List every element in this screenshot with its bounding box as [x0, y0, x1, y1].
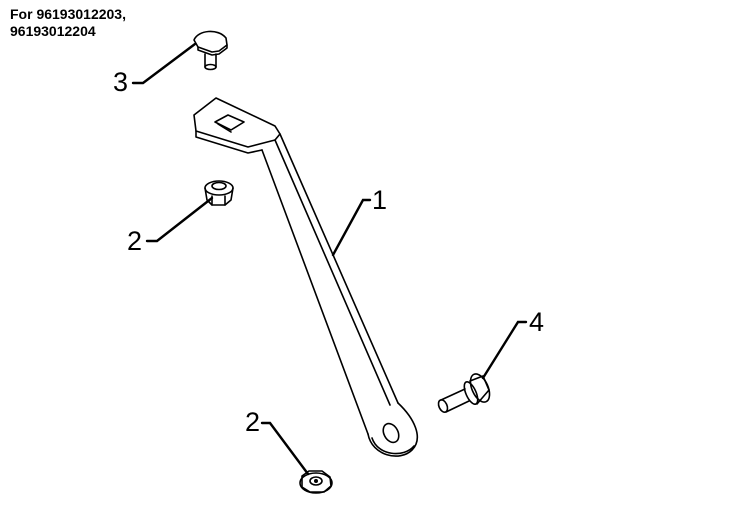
leader-line-part-2-upper: [145, 196, 214, 243]
leader-line-part-2-lower: [260, 421, 310, 476]
callout-part-4: 4: [529, 307, 544, 337]
leader-line-part-3: [131, 42, 197, 85]
callout-part-2-upper: 2: [127, 226, 142, 256]
callout-part-2-lower: 2: [245, 407, 260, 437]
callout-part-3: 3: [113, 67, 128, 97]
leader-line-part-1: [331, 198, 372, 257]
leader-line-part-4: [481, 320, 528, 380]
bracket-arm-part-1: [193, 97, 418, 457]
model-header: For 96193012203, 96193012204: [10, 6, 126, 40]
flange-nut-upper-part-2: [204, 180, 234, 206]
model-line-2: 96193012204: [10, 23, 96, 39]
flange-bolt-part-4: [437, 373, 491, 413]
model-line-1: For 96193012203,: [10, 6, 126, 22]
carriage-bolt-part-3: [193, 30, 228, 71]
flange-nut-lower-part-2: [299, 470, 333, 494]
callout-part-1: 1: [372, 185, 387, 215]
